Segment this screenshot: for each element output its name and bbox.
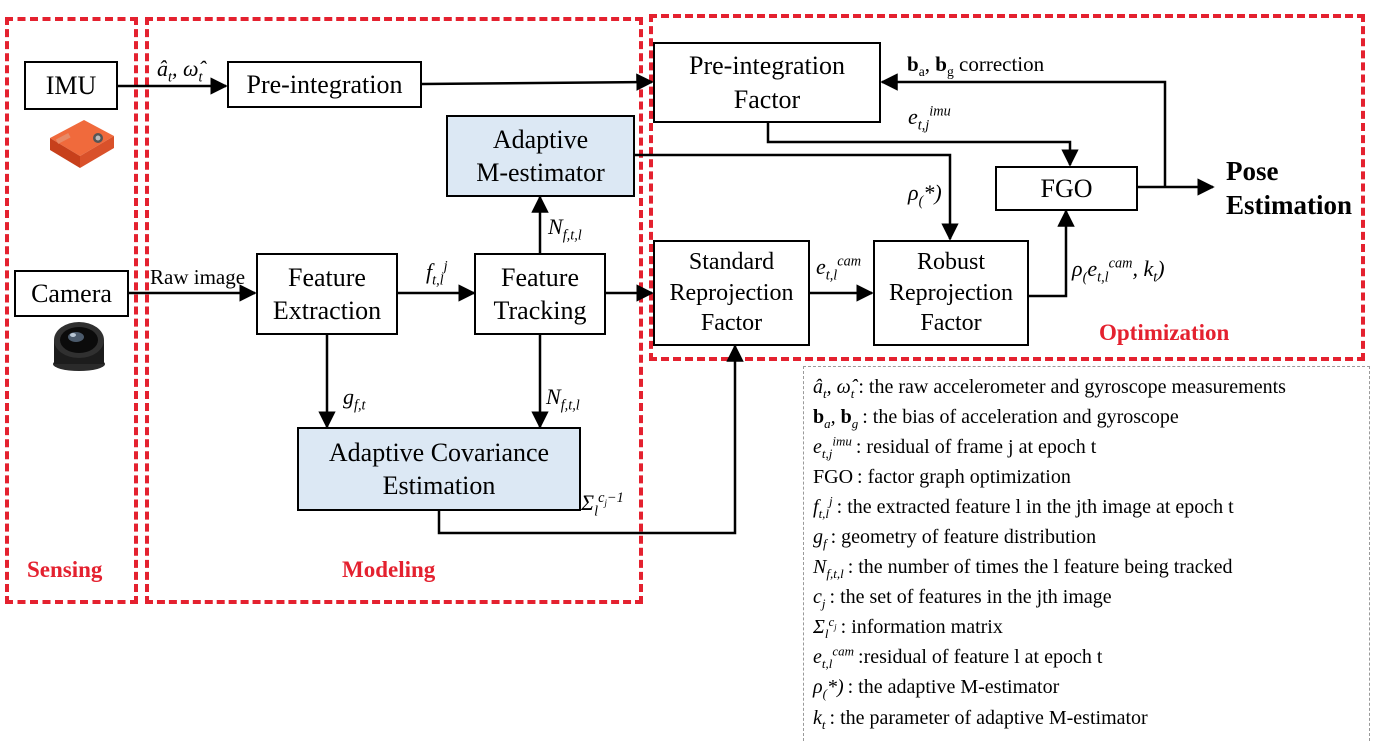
- tracked-count-down-label: Nf,t,l: [546, 384, 580, 414]
- legend-symbol: Nf,t,l: [813, 556, 844, 582]
- legend-row: ba, bg: the bias of acceleration and gyr…: [813, 402, 1369, 432]
- imu-residual-label: et,jimu: [908, 103, 951, 134]
- modeling-label: Modeling: [342, 557, 436, 582]
- legend-symbol: ρ(*): [813, 676, 844, 702]
- legend-symbol: Σlcj: [813, 613, 837, 642]
- legend-text: : the parameter of adaptive M-estimator: [829, 706, 1148, 729]
- modeling-region: [145, 17, 643, 604]
- robust-output-label: ρ(et,lcam, kt): [1072, 255, 1165, 286]
- sensing-label: Sensing: [27, 557, 103, 582]
- legend-symbol: ba, bg: [813, 405, 859, 431]
- legend-symbol: gf: [813, 526, 827, 552]
- camera-block: Camera: [14, 270, 129, 317]
- legend-row: Σlcj: information matrix: [813, 613, 1369, 643]
- m-estimator-label: ρ(*): [908, 180, 942, 210]
- legend-text: : the adaptive M-estimator: [847, 676, 1060, 699]
- legend-row: et,jimu: residual of frame j at epoch t: [813, 432, 1369, 462]
- legend-text: : the set of features in the jth image: [829, 586, 1112, 609]
- legend-symbol: et,jimu: [813, 433, 852, 461]
- legend-row: ât, ω̂t : the raw accelerometer and gyro…: [813, 372, 1369, 402]
- legend-row: gf : geometry of feature distribution: [813, 522, 1369, 552]
- legend-symbol: ât, ω̂t: [813, 375, 855, 401]
- legend-text: : residual of frame j at epoch t: [855, 435, 1097, 458]
- legend-text: : geometry of feature distribution: [830, 526, 1097, 549]
- bias-correction-label: ba, bg correction: [907, 52, 1045, 80]
- information-matrix-label: Σlcj−1: [581, 489, 624, 520]
- optimization-region: [649, 14, 1365, 361]
- legend-row: ρ(*): the adaptive M-estimator: [813, 673, 1369, 703]
- feature-label: ft,lj: [426, 258, 448, 289]
- tracked-count-up-label: Nf,t,l: [548, 214, 582, 244]
- imu-measurements-label: ât, ω̂t: [157, 56, 203, 86]
- optimization-label: Optimization: [1099, 320, 1230, 345]
- camera-lens-icon: [53, 322, 105, 371]
- legend-symbol: FGO: [813, 465, 854, 488]
- legend-text: : the number of times the l feature bein…: [847, 556, 1233, 579]
- imu-device-icon: [50, 120, 114, 168]
- legend-row: ft,lj: the extracted feature l in the jt…: [813, 492, 1369, 522]
- legend-symbol: et,lcam: [813, 643, 855, 672]
- legend-symbol: cj: [813, 586, 826, 612]
- cam-residual-label: et,lcam: [816, 253, 862, 284]
- fgo-block: FGO: [995, 166, 1138, 211]
- legend-row: cj: the set of features in the jth image: [813, 583, 1369, 613]
- legend-row: FGO : factor graph optimization: [813, 462, 1369, 492]
- legend-text: : the extracted feature l in the jth ima…: [836, 495, 1234, 518]
- sensing-region: [5, 17, 138, 604]
- legend-row: et,lcam:residual of feature l at epoch t: [813, 643, 1369, 673]
- raw-image-label: Raw image: [150, 265, 246, 289]
- legend-text: : the raw accelerometer and gyroscope me…: [858, 375, 1286, 398]
- legend-text: :residual of feature l at epoch t: [858, 646, 1103, 669]
- legend-symbol: kt: [813, 706, 826, 732]
- preintegration-block: Pre-integration: [227, 61, 422, 108]
- legend-text: : information matrix: [840, 616, 1003, 639]
- legend: ât, ω̂t : the raw accelerometer and gyro…: [803, 366, 1370, 741]
- legend-row: Nf,t,l : the number of times the l featu…: [813, 553, 1369, 583]
- legend-text: : factor graph optimization: [857, 465, 1071, 488]
- legend-text: : the bias of acceleration and gyroscope: [862, 405, 1179, 428]
- legend-row: kt: the parameter of adaptive M-estimato…: [813, 703, 1369, 733]
- legend-symbol: ft,lj: [813, 493, 833, 521]
- geometry-label: gf,t: [343, 384, 366, 414]
- imu-block: IMU: [24, 61, 118, 110]
